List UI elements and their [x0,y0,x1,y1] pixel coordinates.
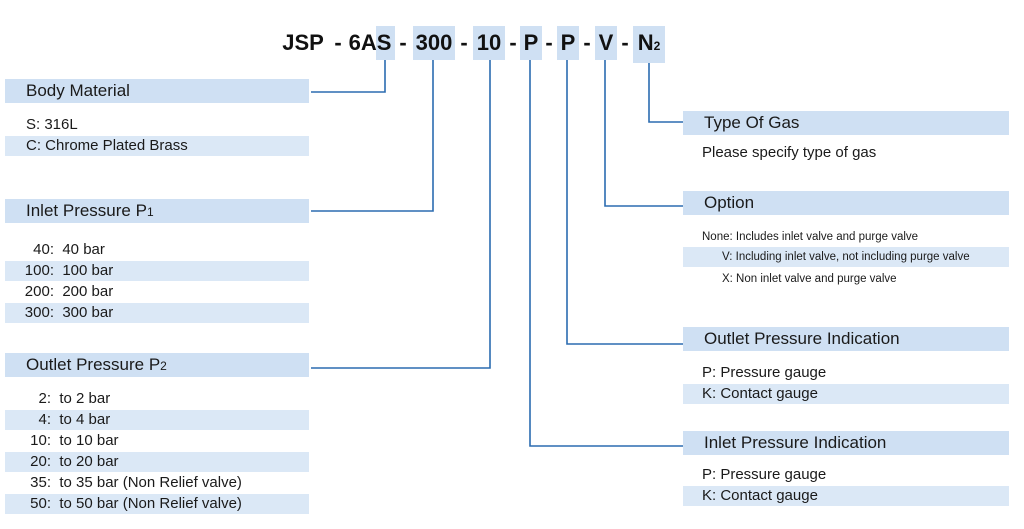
option-item: V: Including inlet valve, not including … [683,247,1009,267]
list-item: 4: to 4 bar [5,410,309,430]
list-item: 40: 40 bar [33,241,105,258]
outlet-indication-header: Outlet Pressure Indication [683,327,1009,351]
code-dash: - [509,30,517,55]
code-part-outlet: 10 [473,26,505,60]
connector-outlet-pressure [311,60,491,369]
code-part-inlet-indication: P [520,26,542,60]
outlet-indication-item: P: Pressure gauge [702,364,827,381]
type-of-gas-header: Type Of Gas [683,111,1009,135]
option-item: None: Includes inlet valve and purge val… [702,231,919,243]
inlet-pressure-list: 40: 40 bar 100: 100 bar 200: 200 bar 300… [5,240,309,323]
body-material-header: Body Material [5,79,309,103]
list-item: 2: to 2 bar [38,390,111,407]
list-item: 50: to 50 bar (Non Relief valve) [5,494,309,514]
list-item: 10: to 10 bar [30,432,119,449]
code-dash: - [621,30,629,55]
inlet-indication-header: Inlet Pressure Indication [683,431,1009,455]
inlet-indication-item: K: Contact gauge [683,486,1009,506]
option-header: Option [683,191,1009,215]
inlet-pressure-header: Inlet Pressure P1 [5,199,309,223]
code-prefix: JSP [282,30,324,55]
code-dash: - [460,30,468,55]
outlet-indication-item: K: Contact gauge [683,384,1009,404]
list-item: 300: 300 bar [5,303,309,323]
outlet-pressure-header: Outlet Pressure P2 [5,353,309,377]
outlet-pressure-list: 2: to 2 bar 4: to 4 bar 10: to 10 bar 20… [5,389,309,514]
connector-gas [648,60,683,123]
code-dash: - [399,30,407,55]
code-dash: - [545,30,553,55]
code-part-inlet: 300 [413,26,455,60]
code-dash: - [583,30,591,55]
code-part-gas: N2 [633,26,665,63]
list-item: 20: to 20 bar [5,452,309,472]
code-part-body: 6AS [348,30,392,55]
connector-outlet-indication [566,60,683,345]
connector-inlet-pressure [311,60,434,212]
connector-inlet-indication [529,60,683,447]
body-material-item: S: 316L [26,116,78,133]
list-item: 35: to 35 bar (Non Relief valve) [30,474,242,491]
list-item: 200: 200 bar [24,283,114,300]
option-item: X: Non inlet valve and purge valve [722,273,897,285]
list-item: 100: 100 bar [5,261,309,281]
connector-body-material [311,60,386,93]
code-part-option: V [595,26,617,60]
code-dash: - [334,30,342,55]
body-material-item: C: Chrome Plated Brass [5,136,309,156]
model-code: JSP - 6AS - 300 - 10 - P - P - V - N2 [0,26,1024,63]
connector-option [604,60,683,207]
inlet-indication-item: P: Pressure gauge [702,466,827,483]
code-part-outlet-indication: P [557,26,579,60]
type-of-gas-text: Please specify type of gas [702,144,877,161]
